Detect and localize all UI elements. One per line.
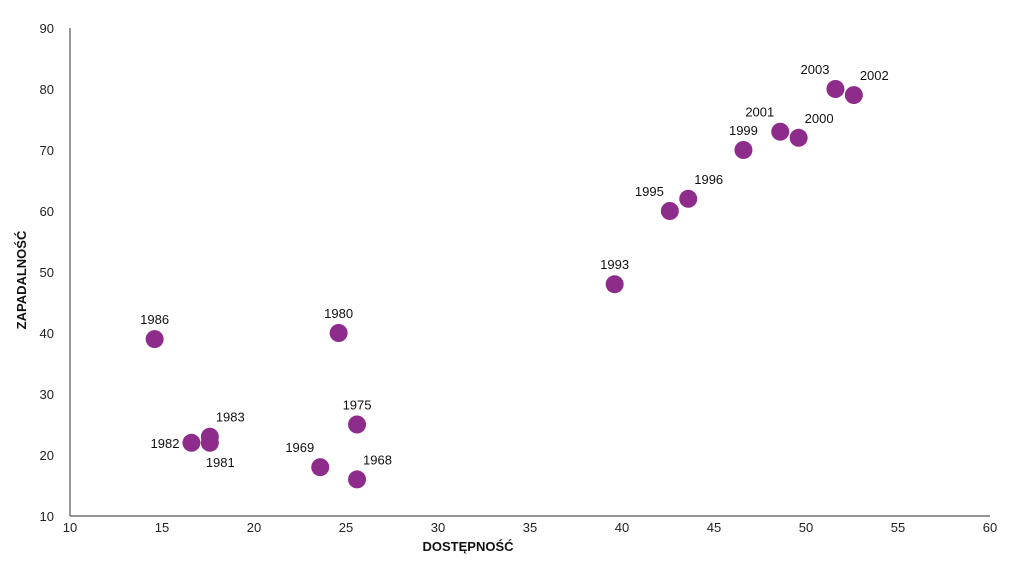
y-tick-label: 60 [40, 204, 54, 219]
x-tick-label: 60 [983, 520, 997, 535]
point-labels: 1968 1969 1975 1980 1981 1982 1983 1986 1993 1995… [140, 62, 889, 470]
data-point [734, 141, 753, 159]
point-label: 1981 [206, 455, 235, 470]
data-point [771, 122, 790, 141]
point-label: 1996 [694, 172, 723, 187]
point-label: 1968 [363, 452, 392, 467]
x-tick-label: 15 [155, 520, 169, 535]
y-tick-label: 20 [40, 448, 54, 463]
x-tick-label: 10 [63, 520, 77, 535]
point-label: 1975 [343, 398, 372, 413]
x-tick-label: 40 [615, 520, 629, 535]
data-points [145, 80, 863, 489]
point-label: 1993 [600, 257, 629, 272]
x-tick-label: 25 [339, 520, 353, 535]
data-point [679, 189, 698, 208]
data-point [844, 86, 863, 105]
data-point [329, 324, 348, 342]
point-label: 1986 [140, 312, 169, 327]
data-point [182, 433, 201, 452]
data-point [348, 415, 367, 434]
data-point [605, 275, 624, 294]
x-tick-label: 30 [431, 520, 445, 535]
data-point [200, 427, 219, 446]
point-label: 2003 [801, 62, 830, 77]
data-point [311, 458, 330, 477]
data-point [348, 470, 367, 489]
point-label: 2001 [745, 105, 774, 120]
axes [69, 28, 990, 517]
x-tick-label: 45 [707, 520, 721, 535]
data-point [660, 202, 679, 220]
x-tick-label: 35 [523, 520, 537, 535]
y-axis-title: ZAPADALNOŚĆ [14, 230, 29, 329]
y-tick-label: 30 [40, 387, 54, 402]
data-point [826, 80, 845, 98]
point-label: 1983 [216, 410, 245, 425]
data-point [789, 128, 808, 147]
point-label: 1980 [324, 306, 353, 321]
x-tick-label: 20 [247, 520, 261, 535]
y-tick-label: 40 [40, 326, 54, 341]
x-tick-label: 55 [891, 520, 905, 535]
y-tick-label: 10 [40, 509, 54, 524]
point-label: 1982 [151, 436, 180, 451]
point-label: 1999 [729, 123, 758, 138]
point-label: 1969 [285, 440, 314, 455]
point-label: 2002 [860, 68, 889, 83]
point-label: 2000 [805, 111, 834, 126]
x-tick-label: 50 [799, 520, 813, 535]
y-tick-label: 80 [40, 82, 54, 97]
tick-labels: 10 15 20 25 30 35 40 45 50 55 60 10 20 30 40 50 60 70 80 90 [40, 21, 998, 535]
y-tick-label: 70 [40, 143, 54, 158]
point-label: 1995 [635, 184, 664, 199]
y-tick-label: 90 [40, 21, 54, 36]
x-axis-title: DOSTĘPNOŚĆ [422, 539, 514, 554]
y-tick-label: 50 [40, 265, 54, 280]
data-point [145, 330, 164, 349]
